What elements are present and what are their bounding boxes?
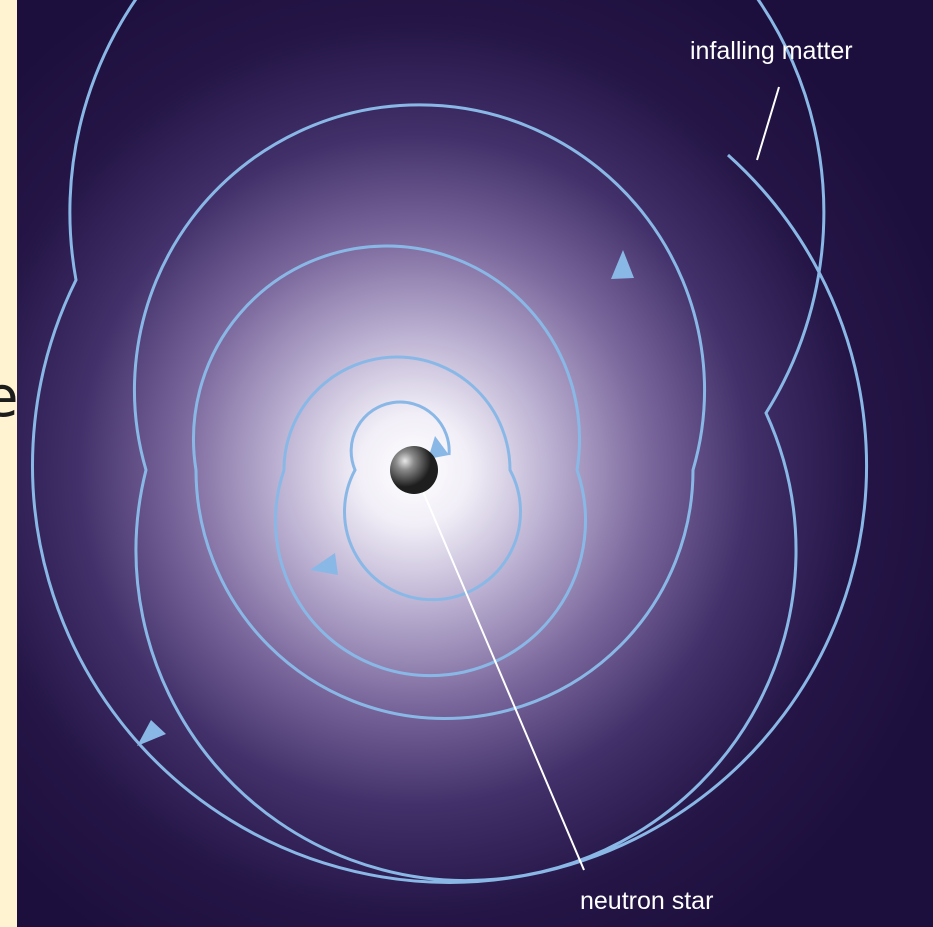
infalling-matter-pointer [756,86,780,161]
neutron-star-label: neutron star [580,887,713,915]
accretion-disk-diagram: infalling matter neutron star [17,0,933,927]
arrowhead-icon [428,436,449,459]
glow-background [17,0,933,927]
left-page-strip: e [0,0,17,927]
arrowhead-icon [137,720,166,746]
neutron-star-sphere-icon [390,446,438,494]
neutron-star-pointer [415,474,585,871]
arrowhead-icon [310,553,338,575]
arrowhead-icon [611,250,634,279]
spiral-path [31,0,868,884]
cut-off-text-fragment: e [0,370,17,426]
infalling-matter-label: infalling matter [690,37,853,65]
